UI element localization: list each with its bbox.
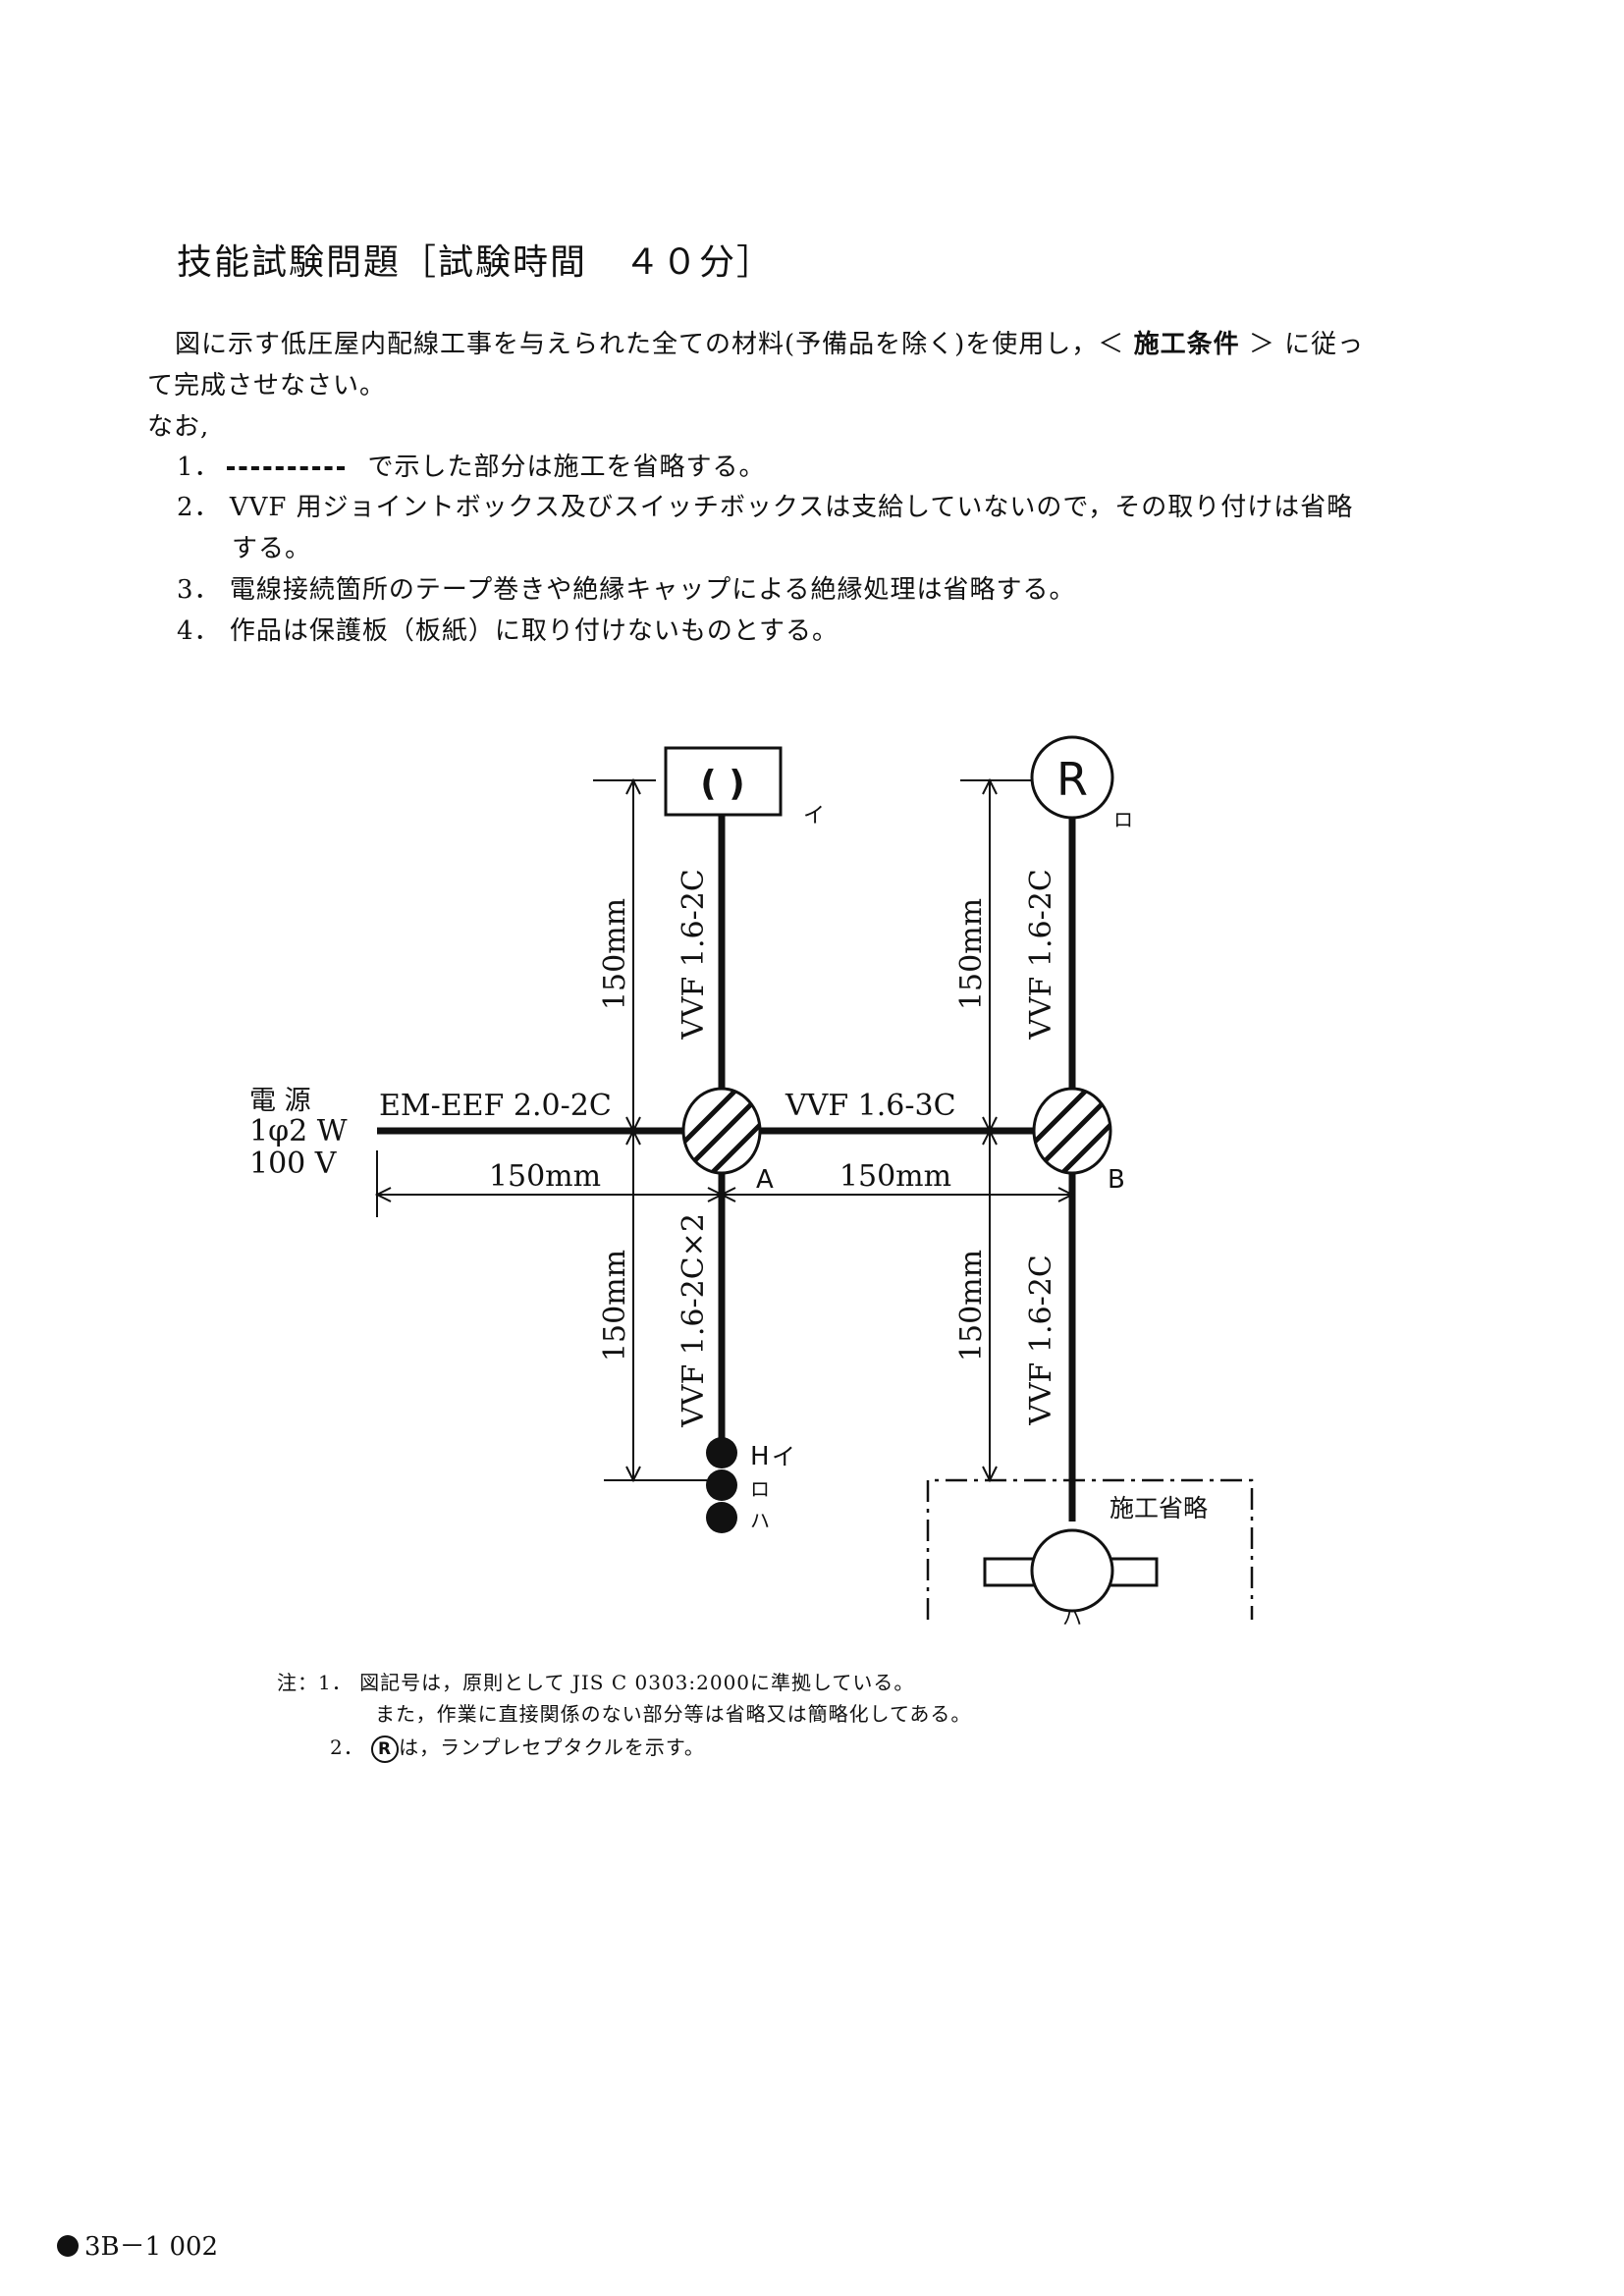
- dim-label-b-up: 150mm: [954, 898, 989, 1010]
- condition-3: 3． 電線接続箇所のテープ巻きや絶縁キャップによる絶縁処理は省略する。: [177, 569, 1075, 606]
- omitted-area-border: [926, 1478, 1254, 1620]
- switch-label-ro: ロ: [750, 1477, 770, 1501]
- feed-cable-label: EM-EEF 2.0-2C: [379, 1089, 612, 1123]
- page-code: 3B－1 002: [84, 2232, 219, 2262]
- switch-label-ha: ハ: [750, 1509, 770, 1532]
- note-1-line-2: また，作業に直接関係のない部分等は省略又は簡略化してある。: [375, 1702, 972, 1726]
- condition-2-cont: する。: [232, 534, 312, 563]
- condition-number: 2．: [177, 493, 221, 522]
- intro-line-2: て完成させなさい。: [147, 371, 387, 400]
- ceiling-light-box: [664, 746, 783, 817]
- receptacle-symbol-icon: R: [371, 1735, 400, 1763]
- intro-text-end: ＞ に従っ: [1248, 330, 1365, 359]
- dim-label-b-down: 150mm: [954, 1250, 989, 1362]
- condition-number: 4．: [177, 616, 221, 646]
- condition-number: 1．: [177, 453, 221, 482]
- condition-text: で示した部分は施工を省略する。: [367, 453, 766, 482]
- note-number: 2．: [330, 1735, 364, 1759]
- switch-ha: [706, 1502, 737, 1533]
- switch-i: [706, 1437, 737, 1468]
- intro-line-1: 図に示す低圧屋内配線工事を与えられた全ての材料(予備品を除く)を使用し，＜ 施工…: [175, 324, 1364, 360]
- ab-cable-label: VVF 1.6-3C: [785, 1089, 956, 1123]
- construction-conditions-label: 施工条件: [1133, 330, 1240, 359]
- light-label-i: イ: [803, 804, 825, 828]
- a-down-cable-label: VVF 1.6-2C×2: [677, 1213, 711, 1428]
- dim-label-left: 150mm: [489, 1159, 601, 1194]
- condition-number: 3．: [177, 575, 221, 605]
- page-title: 技能試験問題［試験時間 ４０分］: [177, 242, 775, 283]
- ceiling-light-symbol: ( ): [700, 764, 744, 804]
- note-prefix: 注：: [277, 1671, 318, 1694]
- condition-text: VVF 用ジョイントボックス及びスイッチボックスは支給していないので，その取り付…: [229, 493, 1354, 522]
- junction-b-label: B: [1108, 1165, 1125, 1195]
- dimension-lines: [374, 777, 1075, 1483]
- dim-label-right: 150mm: [839, 1159, 951, 1194]
- fluorescent-light-ha: [1030, 1528, 1114, 1613]
- switches: [706, 1437, 737, 1533]
- power-phase: 1φ2 W: [249, 1114, 348, 1148]
- omitted-light-label: ハ: [1062, 1606, 1082, 1629]
- note-text: は，ランプレセプタクルを示す。: [399, 1735, 705, 1759]
- a-up-cable-label: VVF 1.6-2C: [677, 869, 711, 1041]
- condition-text: 電線接続箇所のテープ巻きや絶縁キャップによる絶縁処理は省略する。: [229, 575, 1076, 605]
- dim-label-a-down: 150mm: [598, 1250, 632, 1362]
- dim-label-a-up: 150mm: [598, 898, 632, 1010]
- omitted-label: 施工省略: [1110, 1494, 1208, 1522]
- condition-2: 2． VVF 用ジョイントボックス及びスイッチボックスは支給していないので，その…: [177, 487, 1353, 523]
- b-down-cable-label: VVF 1.6-2C: [1024, 1255, 1058, 1426]
- junction-box-b: [1032, 1087, 1112, 1175]
- lamp-receptacle: [1030, 735, 1114, 820]
- intro-text: 図に示す低圧屋内配線工事を与えられた全ての材料(予備品を除く)を使用し，＜: [175, 330, 1125, 359]
- b-up-cable-label: VVF 1.6-2C: [1024, 869, 1058, 1041]
- switch-label-i: イ: [772, 1443, 795, 1470]
- condition-1: 1． で示した部分は施工を省略する。: [177, 447, 766, 483]
- junction-a-label: A: [756, 1165, 774, 1195]
- bullet-icon: [57, 2235, 79, 2257]
- power-voltage: 100 V: [249, 1147, 338, 1181]
- switch-h-mark: H: [750, 1442, 770, 1471]
- condition-text: 作品は保護板（板紙）に取り付けないものとする。: [229, 616, 839, 646]
- receptacle-label: ロ: [1113, 808, 1133, 831]
- page-footer: 3B－1 002: [57, 2226, 218, 2263]
- condition-4: 4． 作品は保護板（板紙）に取り付けないものとする。: [177, 611, 839, 647]
- note-text: 図記号は，原則として JIS C 0303:2000に準拠している。: [359, 1671, 915, 1694]
- note-1: 注：1． 図記号は，原則として JIS C 0303:2000に準拠している。: [277, 1667, 914, 1695]
- switch-ro: [706, 1469, 737, 1501]
- receptacle-symbol: R: [1056, 753, 1088, 806]
- dash-dot-line-sample: [226, 466, 345, 470]
- intro-nao: なお,: [147, 412, 210, 442]
- power-label: 電 源: [249, 1086, 311, 1116]
- note-number: 1．: [318, 1671, 352, 1694]
